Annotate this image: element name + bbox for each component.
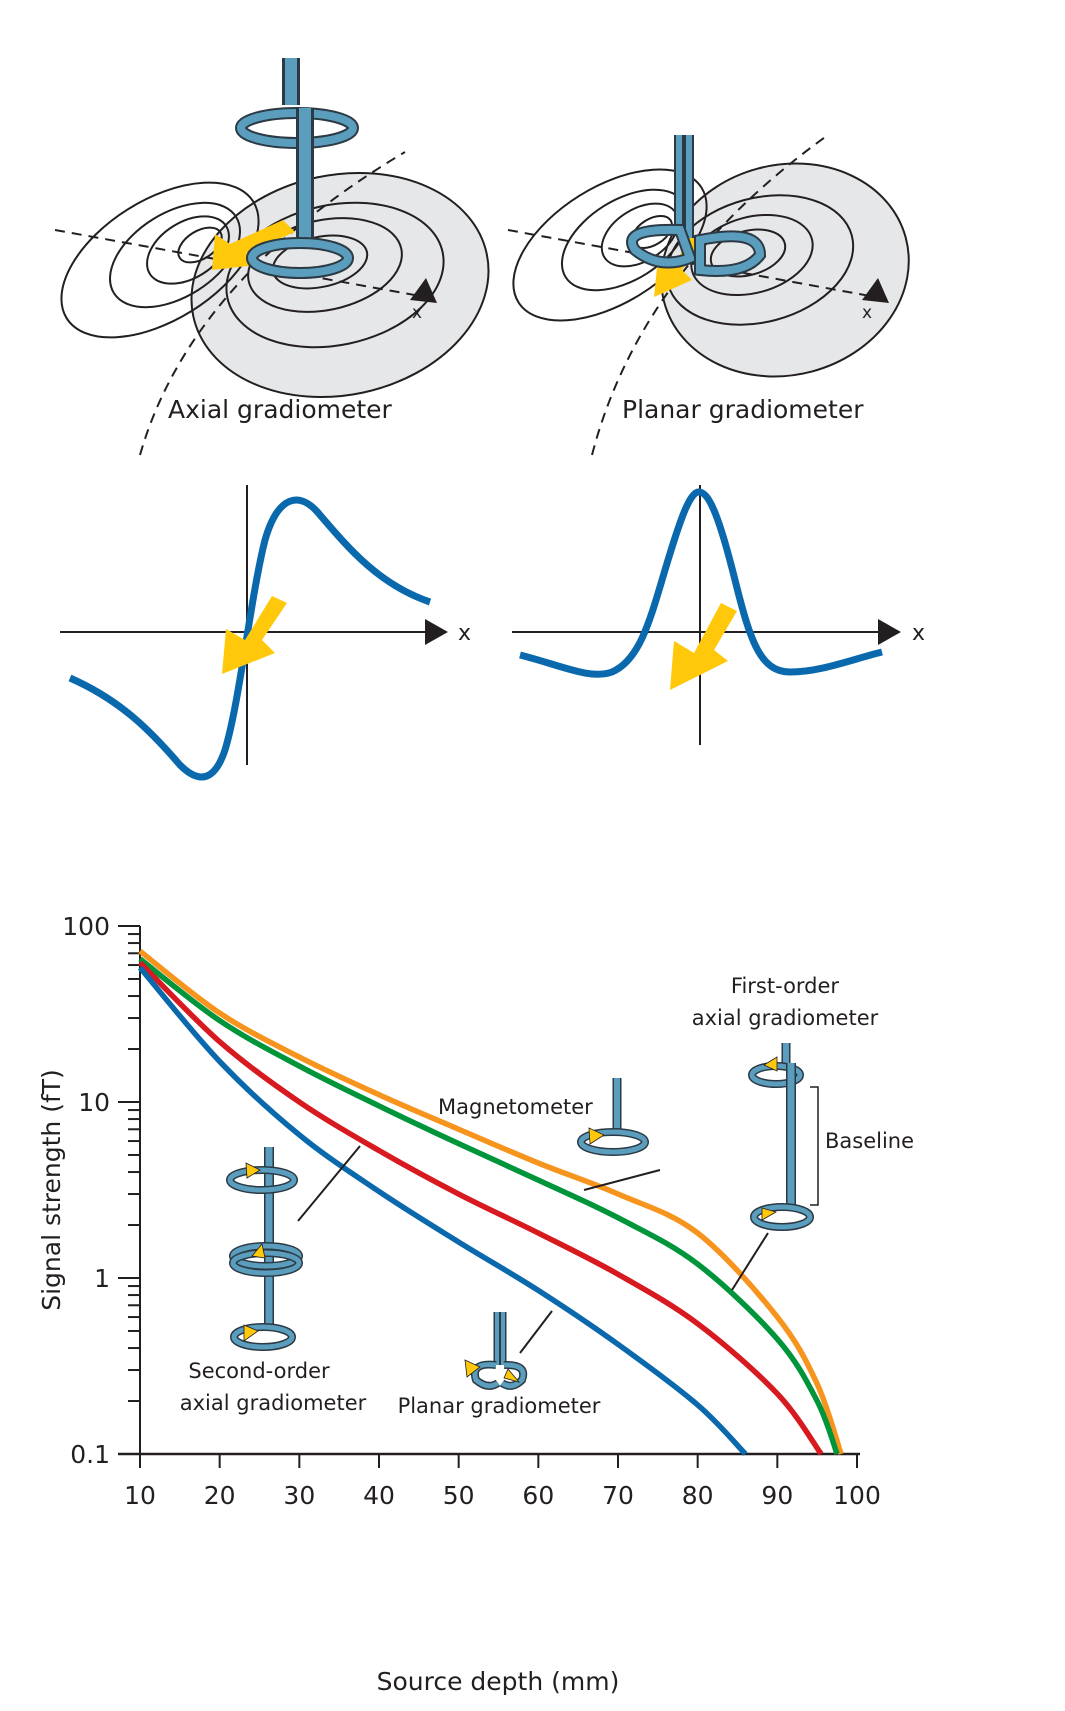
second-order-annotation: Second-order axial gradiometer bbox=[180, 1145, 367, 1415]
negative-lobe-contour bbox=[146, 215, 230, 285]
magnetometer-annotation: Magnetometer bbox=[438, 1078, 661, 1191]
negative-lobe-contour bbox=[109, 201, 241, 309]
first-order-label-line1: First-order bbox=[731, 974, 840, 998]
positive-lobe-contour bbox=[247, 217, 403, 313]
x-tick-label: 80 bbox=[682, 1481, 714, 1510]
first-order-callout bbox=[731, 1232, 769, 1291]
x-tick-label: 30 bbox=[283, 1481, 315, 1510]
axial-gradiometer-caption: Axial gradiometer bbox=[168, 395, 393, 424]
negative-lobe-outer bbox=[60, 181, 260, 339]
positive-lobe-outer bbox=[190, 171, 490, 399]
dashed-axis bbox=[507, 229, 871, 297]
y-tick-label: 1 bbox=[94, 1264, 110, 1293]
positive-lobe-contour bbox=[225, 201, 445, 349]
profile-x-arrowhead bbox=[425, 619, 448, 645]
x-axis-title: Source depth (mm) bbox=[377, 1667, 620, 1696]
series-line-second-order-axial-gradiometer bbox=[138, 960, 824, 1456]
dashed-axis bbox=[54, 229, 421, 297]
x-axis-arrowhead bbox=[410, 278, 437, 303]
x-tick-label: 100 bbox=[833, 1481, 881, 1510]
planar-coil-icon bbox=[626, 135, 767, 277]
profile-x-label: x bbox=[458, 621, 471, 646]
x-axis-arrowhead bbox=[862, 278, 889, 303]
planar-profile-plot: x bbox=[512, 485, 925, 745]
magnetometer-coil-icon bbox=[577, 1078, 649, 1156]
profile-x-label: x bbox=[912, 621, 925, 646]
current-arrow-icon bbox=[222, 596, 287, 674]
y-tick-label: 100 bbox=[62, 912, 110, 941]
current-arrow-icon bbox=[212, 220, 295, 270]
y-axis-title: Signal strength (fT) bbox=[37, 1069, 66, 1311]
second-order-callout bbox=[297, 1145, 361, 1222]
axial-profile-curve bbox=[68, 496, 432, 781]
x-tick-label: 70 bbox=[602, 1481, 634, 1510]
axial-profile-plot: x bbox=[60, 485, 471, 781]
second-order-label-line1: Second-order bbox=[188, 1359, 330, 1383]
negative-lobe-outer bbox=[512, 168, 708, 322]
x-tick-label: 20 bbox=[204, 1481, 236, 1510]
dashed-curve bbox=[139, 151, 406, 456]
x-tick-label: 90 bbox=[761, 1481, 793, 1510]
x-axis-label: x bbox=[862, 303, 872, 323]
magnetometer-callout bbox=[583, 1169, 661, 1191]
baseline-bracket bbox=[810, 1086, 819, 1206]
axial-field-map: x Axial gradiometer bbox=[54, 58, 490, 456]
x-tick-label: 10 bbox=[124, 1481, 156, 1510]
planar-label: Planar gradiometer bbox=[398, 1394, 601, 1418]
x-tick-label: 60 bbox=[522, 1481, 554, 1510]
y-axis-ticks: 0.1 1 10 100 bbox=[62, 912, 140, 1469]
x-tick-label: 50 bbox=[443, 1481, 475, 1510]
series-line-first-order-axial-gradiometer bbox=[138, 956, 840, 1455]
series-line-planar-gradiometer bbox=[137, 965, 748, 1456]
magnetometer-label: Magnetometer bbox=[438, 1095, 593, 1119]
current-arrow-icon bbox=[670, 603, 737, 690]
chart-series bbox=[137, 948, 844, 1456]
profile-x-arrowhead bbox=[878, 619, 901, 645]
second-order-label-line2: axial gradiometer bbox=[180, 1391, 367, 1415]
x-tick-label: 40 bbox=[363, 1481, 395, 1510]
axial-coil-icon bbox=[235, 58, 359, 279]
y-tick-label: 0.1 bbox=[70, 1440, 110, 1469]
second-order-coil-icon bbox=[226, 1147, 303, 1351]
planar-callout bbox=[519, 1310, 553, 1354]
series-line-magnetometer bbox=[138, 948, 844, 1455]
planar-annotation: Planar gradiometer bbox=[398, 1310, 601, 1418]
planar-coil-small-icon bbox=[464, 1312, 528, 1390]
first-order-label-line2: axial gradiometer bbox=[692, 1006, 879, 1030]
planar-profile-curve bbox=[519, 488, 883, 678]
signal-depth-chart: 0.1 1 10 100 10 20 30 40 50 60 70 80 90 100 Source d… bbox=[37, 912, 914, 1696]
planar-gradiometer-caption: Planar gradiometer bbox=[622, 395, 864, 424]
x-axis-ticks: 10 20 30 40 50 60 70 80 90 100 bbox=[124, 1454, 881, 1510]
y-tick-label: 10 bbox=[78, 1088, 110, 1117]
planar-field-map: x Planar gradiometer bbox=[507, 134, 910, 456]
positive-lobe-contour bbox=[690, 213, 814, 297]
first-order-coil-icon bbox=[748, 1043, 814, 1231]
baseline-label: Baseline bbox=[825, 1129, 914, 1153]
x-axis-label: x bbox=[412, 303, 422, 323]
first-order-annotation: First-order axial gradiometer Baseline bbox=[692, 974, 914, 1291]
